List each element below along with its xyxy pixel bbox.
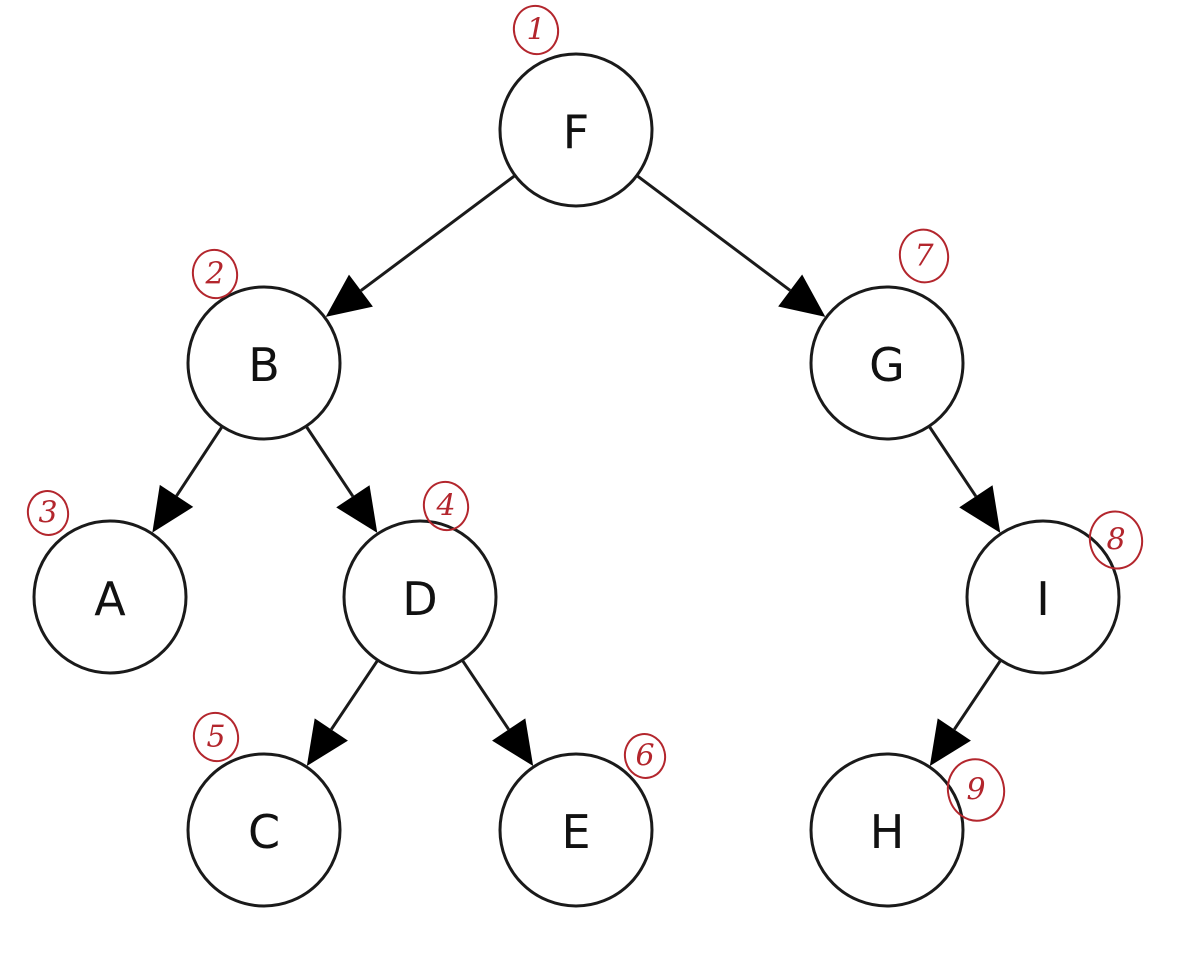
edge-g-i <box>927 425 1001 533</box>
order-ring <box>422 480 470 532</box>
order-ring <box>898 228 950 284</box>
edge-d-e <box>461 659 534 767</box>
node-label: F <box>563 105 589 159</box>
order-annotation-h: 9 <box>946 758 1006 822</box>
order-number: 5 <box>206 720 225 755</box>
nodes-layer: F B A D C E G I H <box>32 52 1121 908</box>
order-number: 7 <box>914 239 934 274</box>
order-ring <box>26 490 70 536</box>
arrowhead-icon <box>778 274 826 317</box>
edge-line <box>635 174 792 292</box>
tree-node-e: E <box>498 752 654 908</box>
order-number: 1 <box>526 13 545 48</box>
order-number: 3 <box>38 496 57 531</box>
order-ring <box>1088 510 1144 570</box>
order-number: 8 <box>1106 523 1125 558</box>
order-ring <box>192 711 240 763</box>
edges-layer <box>152 174 1002 767</box>
order-ring <box>623 733 667 779</box>
order-number: 4 <box>435 489 455 524</box>
edge-line <box>461 659 510 731</box>
order-annotation-f: 1 <box>512 4 560 56</box>
node-label: B <box>248 338 280 392</box>
node-label: G <box>869 338 905 392</box>
tree-node-i: I <box>965 519 1121 675</box>
node-circle <box>965 519 1121 675</box>
arrowhead-icon <box>492 718 534 767</box>
order-annotation-i: 8 <box>1088 510 1144 570</box>
edge-line <box>304 425 355 498</box>
order-annotation-d: 4 <box>422 480 470 532</box>
order-number: 9 <box>966 773 985 808</box>
order-ring <box>512 4 560 56</box>
edge-line <box>953 659 1002 731</box>
order-ring <box>191 248 239 300</box>
tree-node-d: D <box>342 519 498 675</box>
edge-b-a <box>152 425 224 533</box>
arrowhead-icon <box>336 485 378 533</box>
tree-node-f: F <box>498 52 654 208</box>
order-annotations-layer: 1 2 3 4 5 6 7 8 9 <box>26 4 1144 822</box>
order-annotation-c: 5 <box>192 711 240 763</box>
node-circle <box>498 52 654 208</box>
order-annotation-a: 3 <box>26 490 70 536</box>
node-label: I <box>1036 572 1050 626</box>
order-ring <box>946 758 1006 822</box>
edge-f-g <box>635 174 826 317</box>
arrowhead-icon <box>325 274 373 317</box>
node-circle <box>809 752 965 908</box>
tree-node-g: G <box>809 285 965 441</box>
tree-node-h: H <box>809 752 965 908</box>
edge-line <box>360 174 517 292</box>
node-label: A <box>94 572 126 626</box>
tree-node-b: B <box>186 285 342 441</box>
edge-line <box>330 659 379 731</box>
order-annotation-g: 7 <box>898 228 950 284</box>
order-annotation-b: 2 <box>191 248 239 300</box>
order-number: 6 <box>635 739 654 774</box>
node-circle <box>186 752 342 908</box>
arrowhead-icon <box>929 718 971 767</box>
order-annotation-e: 6 <box>623 733 667 779</box>
tree-node-a: A <box>32 519 188 675</box>
node-circle <box>342 519 498 675</box>
node-label: H <box>870 805 905 859</box>
node-circle <box>186 285 342 441</box>
edge-f-b <box>325 174 517 317</box>
node-circle <box>498 752 654 908</box>
arrowhead-icon <box>306 718 348 767</box>
node-circle <box>809 285 965 441</box>
order-number: 2 <box>204 257 224 292</box>
edge-i-h <box>929 659 1002 767</box>
node-label: C <box>248 805 280 859</box>
edge-line <box>175 425 224 497</box>
arrowhead-icon <box>959 485 1001 533</box>
node-label: D <box>402 572 437 626</box>
arrowhead-icon <box>152 484 194 533</box>
edge-b-d <box>304 425 378 533</box>
node-label: E <box>561 805 590 859</box>
tree-node-c: C <box>186 752 342 908</box>
node-circle <box>32 519 188 675</box>
edge-line <box>927 425 978 498</box>
edge-d-c <box>306 659 379 767</box>
